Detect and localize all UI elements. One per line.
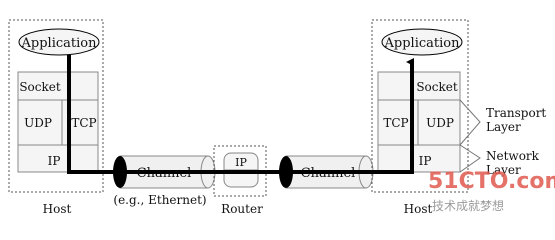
right-host: Application Socket TCP UDP IP Host (371, 19, 469, 216)
left-application-label: Application (21, 36, 98, 51)
left-socket-label: Socket (19, 80, 61, 94)
right-stack-box (377, 71, 461, 173)
left-host: Application Socket UDP TCP IP Host (8, 19, 104, 216)
watermark-tagline: 技术成就梦想 (432, 198, 504, 213)
transport-layer-bracket (459, 99, 481, 146)
network-layer-bracket (459, 144, 481, 173)
left-udp-label: UDP (24, 116, 52, 130)
network-layer-label-line2: Layer (486, 163, 521, 177)
data-path-line (67, 55, 414, 174)
watermark: 51CTO.com 技术成就梦想 (428, 169, 555, 213)
transport-layer-label-line2: Layer (486, 120, 521, 134)
left-tcp-label: TCP (71, 116, 96, 130)
left-channel-caption: (e.g., Ethernet) (113, 193, 206, 207)
left-stack-box (17, 71, 99, 173)
diagram-canvas: Application Socket UDP TCP IP Host Chann… (8, 19, 555, 216)
right-application-oval (381, 28, 463, 56)
transport-layer-label-line1: Transport (486, 106, 546, 120)
right-tcp-label: TCP (383, 116, 408, 130)
router: IP Router (213, 145, 267, 216)
right-host-dotted-frame (371, 19, 469, 193)
router-ip-label: IP (235, 156, 247, 169)
network-layer-label-line1: Network (486, 149, 540, 163)
right-socket-label: Socket (416, 80, 458, 94)
left-host-dotted-frame (8, 19, 104, 193)
left-host-label: Host (43, 202, 72, 216)
right-host-label: Host (404, 202, 433, 216)
right-udp-label: UDP (426, 116, 454, 130)
left-ip-label: IP (48, 154, 61, 168)
right-ip-label: IP (419, 154, 432, 168)
router-label: Router (221, 202, 263, 216)
right-application-label: Application (384, 36, 461, 51)
network-stack-diagram: Application Socket UDP TCP IP Host Chann… (8, 19, 555, 216)
left-application-oval (18, 28, 100, 56)
layer-brackets: Transport Layer Network Layer (459, 99, 546, 177)
watermark-site: 51CTO.com (428, 169, 555, 194)
left-channel: Channel (e.g., Ethernet) (113, 155, 216, 207)
